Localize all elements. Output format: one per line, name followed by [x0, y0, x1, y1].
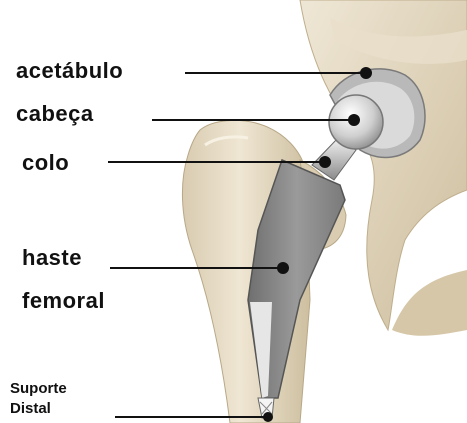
- marker-dot-acetabulo: [360, 67, 372, 79]
- label-acetabulo: acetábulo: [16, 60, 123, 82]
- label-haste: haste: [22, 247, 82, 269]
- marker-dot-haste: [277, 262, 289, 274]
- marker-dot-cabeca: [348, 114, 360, 126]
- marker-dot-colo: [319, 156, 331, 168]
- label-suporte: Suporte: [10, 381, 67, 396]
- label-femoral: femoral: [22, 290, 105, 312]
- marker-dot-suporte: [263, 412, 273, 422]
- label-distal: Distal: [10, 401, 51, 416]
- label-colo: colo: [22, 152, 69, 174]
- label-cabeca: cabeça: [16, 103, 94, 125]
